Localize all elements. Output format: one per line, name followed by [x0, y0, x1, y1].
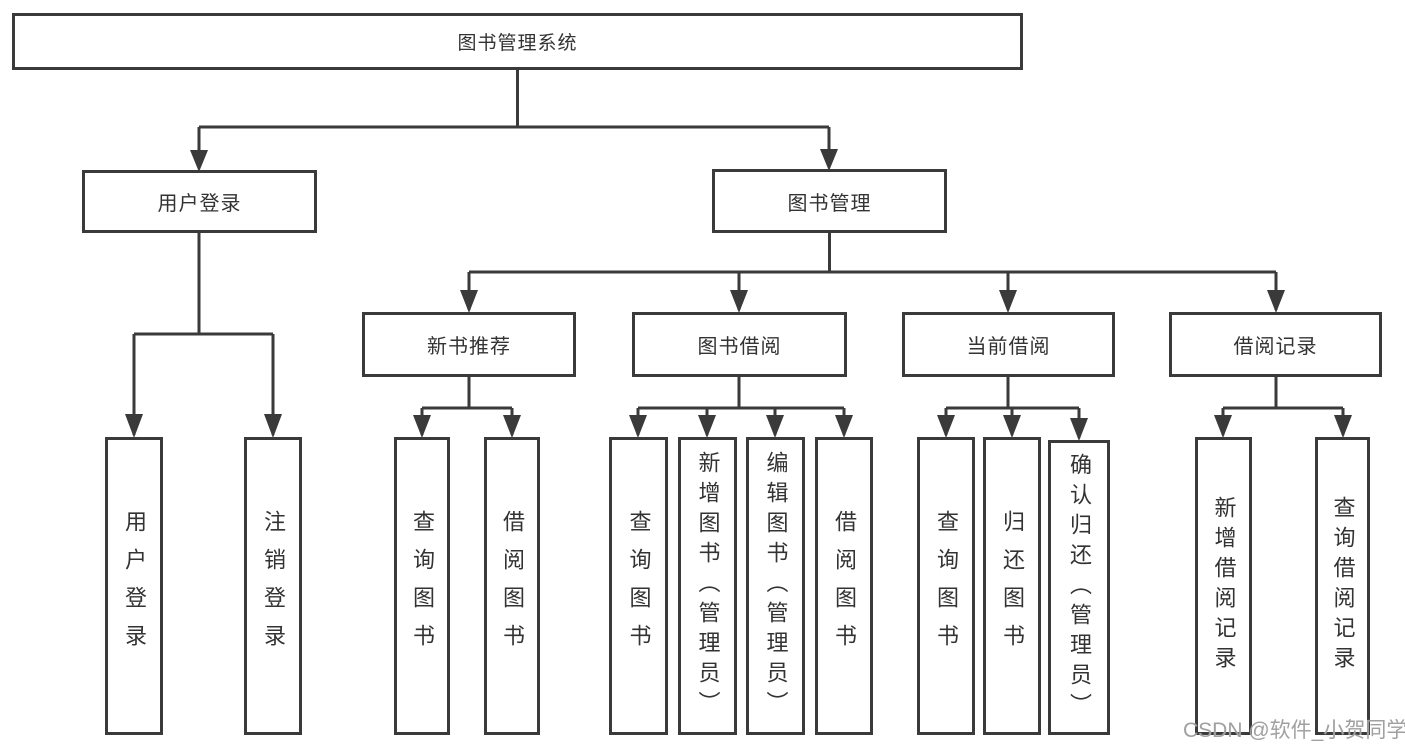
- leaf-label: 新增借阅记录: [1211, 496, 1237, 676]
- node-library-management-system: 图书管理系统: [12, 13, 1023, 70]
- leaf-add-borrow-record: 新增借阅记录: [1195, 437, 1252, 735]
- leaf-borrow-books: 借阅图书: [815, 437, 873, 735]
- leaf-return-books: 归还图书: [983, 437, 1041, 735]
- leaf-query-books: 查询图书: [609, 437, 668, 735]
- leaf-label: 注销登录: [261, 510, 286, 662]
- leaf-confirm-return-admin: 确认归还（管理员）: [1048, 440, 1110, 735]
- leaf-query-books: 查询图书: [917, 437, 975, 735]
- node-borrowing-records: 借阅记录: [1169, 312, 1382, 377]
- leaf-label: 查询图书: [626, 510, 652, 662]
- node-label: 当前借阅: [966, 336, 1051, 358]
- leaf-label: 借阅图书: [500, 510, 525, 662]
- node-label: 图书借阅: [697, 336, 782, 358]
- leaf-add-books-admin: 新增图书（管理员）: [678, 437, 737, 735]
- node-label: 图书管理系统: [457, 33, 578, 54]
- leaf-query-books: 查询图书: [394, 437, 450, 735]
- node-label: 新书推荐: [427, 336, 511, 358]
- leaf-label: 用户登录: [122, 510, 147, 662]
- leaf-label: 确认归还（管理员）: [1067, 452, 1092, 723]
- node-label: 用户登录: [157, 193, 242, 215]
- leaf-label: 查询图书: [934, 510, 959, 662]
- leaf-user-login: 用户登录: [105, 437, 163, 735]
- node-user-login-group: 用户登录: [82, 170, 317, 233]
- leaf-logout: 注销登录: [244, 437, 302, 735]
- leaf-edit-books-admin: 编辑图书（管理员）: [746, 437, 805, 735]
- node-current-borrowing: 当前借阅: [902, 312, 1115, 377]
- node-label: 图书管理: [787, 192, 872, 215]
- node-book-management: 图书管理: [712, 169, 947, 233]
- leaf-label: 新增图书（管理员）: [695, 451, 721, 721]
- leaf-label: 编辑图书（管理员）: [763, 451, 789, 721]
- leaf-label: 借阅图书: [832, 510, 857, 662]
- csdn-watermark: CSDN @软件_小贺同学: [1183, 719, 1405, 742]
- node-new-book-recommendation: 新书推荐: [362, 312, 576, 377]
- leaf-label: 归还图书: [1000, 510, 1025, 662]
- leaf-borrow-books: 借阅图书: [484, 437, 540, 735]
- leaf-query-borrow-record: 查询借阅记录: [1315, 437, 1370, 735]
- leaf-label: 查询图书: [410, 510, 435, 662]
- node-label: 借阅记录: [1233, 336, 1318, 358]
- node-book-borrowing: 图书借阅: [632, 312, 847, 377]
- leaf-label: 查询借阅记录: [1330, 496, 1356, 676]
